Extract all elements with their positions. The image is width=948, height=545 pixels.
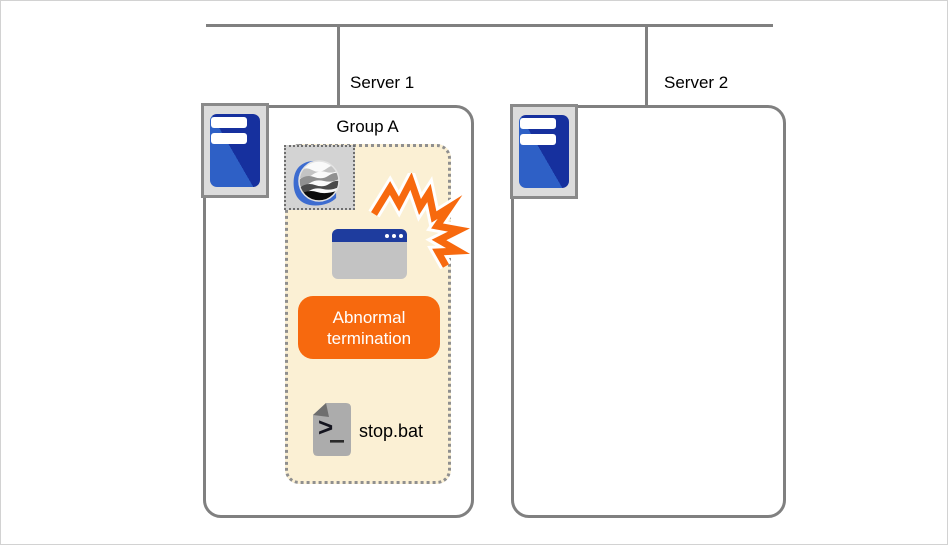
app-logo-graphic: G <box>291 149 340 219</box>
clustered-app-logo-icon: G <box>284 145 355 219</box>
script-label: stop.bat <box>359 421 424 441</box>
window-titlebar-dot <box>391 233 396 238</box>
window-titlebar-dot <box>384 233 389 238</box>
server1-label: Server 1 <box>350 73 415 92</box>
server-slot <box>520 134 556 145</box>
window-titlebar <box>332 229 407 242</box>
window-titlebar-dot <box>398 233 403 238</box>
server2-label: Server 2 <box>664 73 729 92</box>
server-slot <box>211 133 247 144</box>
server-slot <box>211 117 247 128</box>
server-tower-icon <box>201 103 269 198</box>
group-label: Group A <box>336 117 399 136</box>
server-tower-icon <box>510 104 578 199</box>
svg-text:>: > <box>318 412 333 442</box>
server1-drop-line <box>337 24 340 105</box>
application-window-icon <box>332 229 407 279</box>
network-bus-line <box>206 24 773 27</box>
crash-explosion-icon <box>368 173 471 270</box>
batch-file-icon: > <box>313 403 351 456</box>
server2-drop-line <box>645 24 648 105</box>
status-badge: Abnormal termination <box>298 296 440 359</box>
status-badge-text: Abnormal termination <box>326 307 412 348</box>
server-slot <box>520 118 556 129</box>
